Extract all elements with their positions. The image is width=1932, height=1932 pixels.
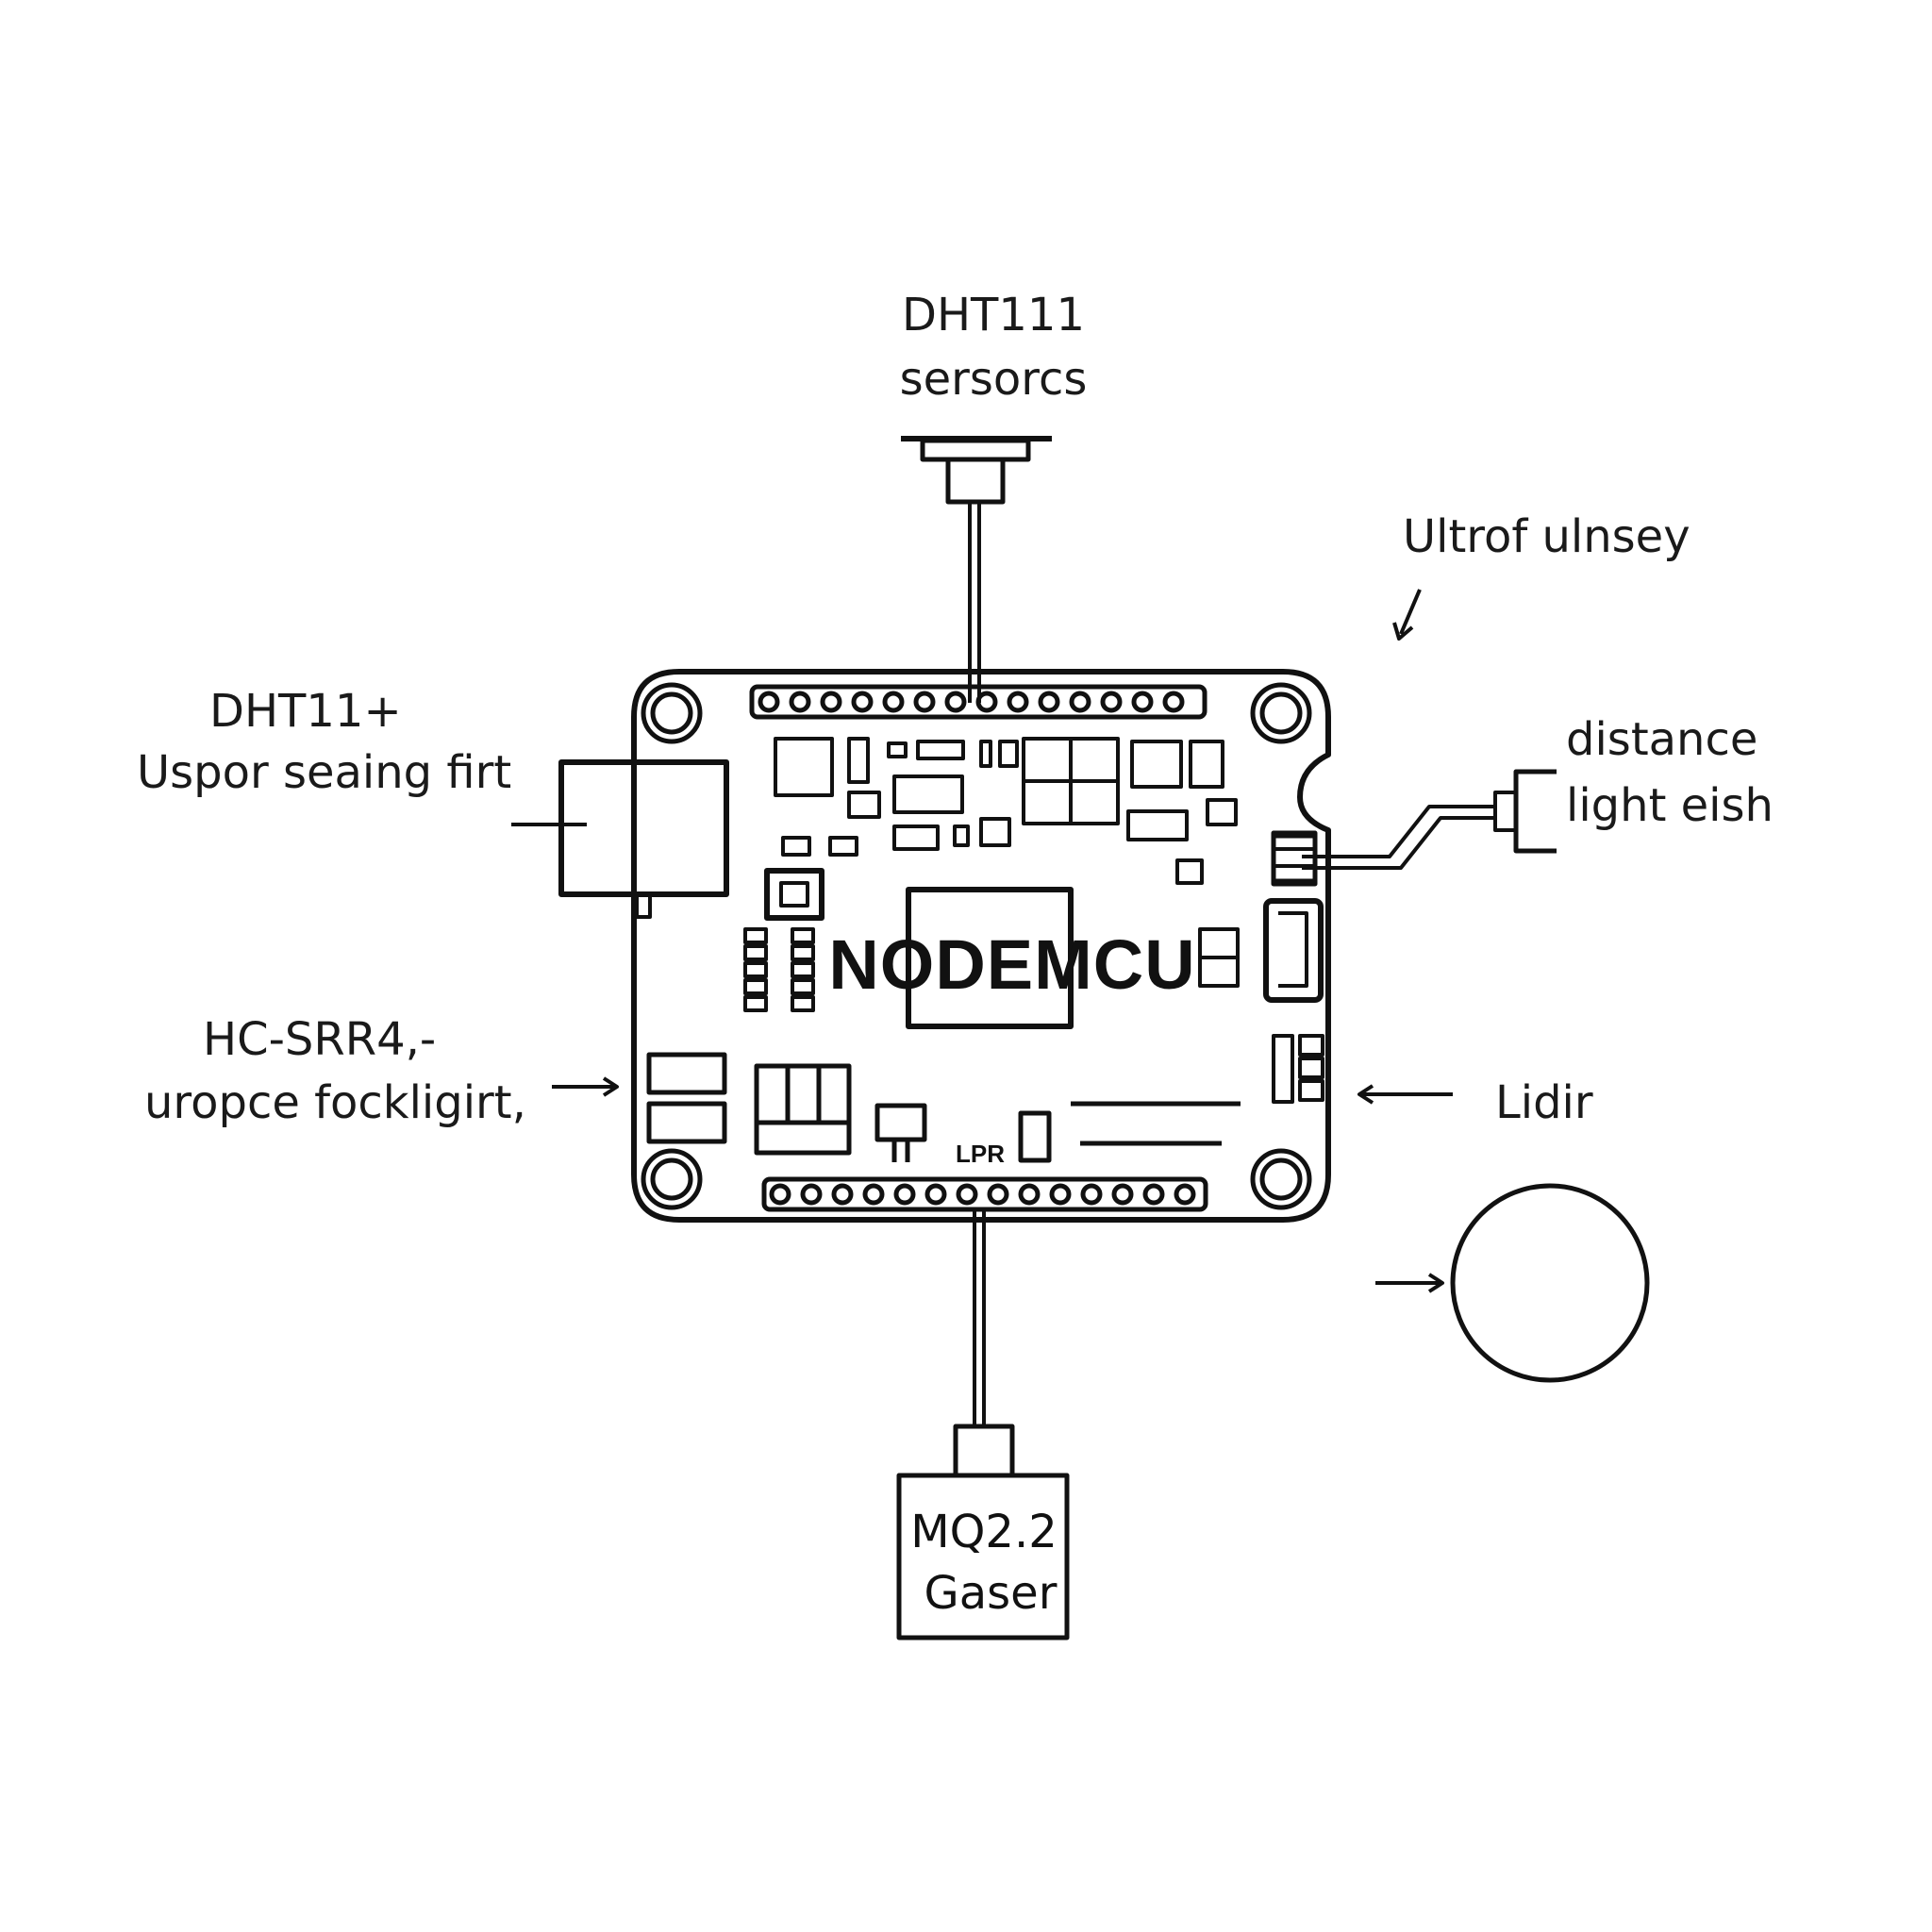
bottom-box-label-line1: MQ2.2 bbox=[910, 1506, 1058, 1558]
annotation-arrows bbox=[552, 589, 1453, 1293]
mcu-chip bbox=[906, 887, 1074, 1029]
board-name: NODEMCU bbox=[828, 925, 1195, 1004]
top-sensor-label-line2: sersorcs bbox=[900, 353, 1088, 406]
top-sensor-label-line1: DHT111 bbox=[902, 289, 1085, 341]
left-top-label-line1: DHT11+ bbox=[209, 685, 402, 738]
right-mid-label: Lidir bbox=[1495, 1076, 1593, 1129]
left-top-label-line2: Uspor seaing firt bbox=[137, 746, 511, 799]
right-top-label-line2: light eish bbox=[1566, 779, 1774, 832]
top-pin-header bbox=[749, 684, 1208, 720]
ultra-label: Ultrof ulnsey bbox=[1403, 510, 1690, 563]
right-distance-connector bbox=[1271, 769, 1557, 884]
board-components bbox=[743, 737, 1324, 1104]
left-mid-label-line1: HC-SRR4,- bbox=[203, 1013, 436, 1066]
lower-left-components bbox=[646, 1052, 1241, 1163]
nodemcu-board-outline bbox=[631, 669, 1331, 1223]
bottom-pin-header bbox=[761, 1176, 1208, 1212]
right-top-label-line1: distance bbox=[1566, 713, 1757, 766]
mounting-holes bbox=[641, 682, 1312, 1210]
bottom-sensor-connector bbox=[896, 1209, 1070, 1641]
left-mid-label-line2: uropce fockligirt, bbox=[144, 1076, 526, 1129]
ldr-label: LPR bbox=[956, 1140, 1005, 1168]
left-top-sensor-box bbox=[511, 759, 729, 919]
round-sensor bbox=[1450, 1183, 1650, 1383]
top-sensor-connector bbox=[901, 436, 1052, 703]
bottom-box-label-line2: Gaser bbox=[924, 1567, 1058, 1620]
